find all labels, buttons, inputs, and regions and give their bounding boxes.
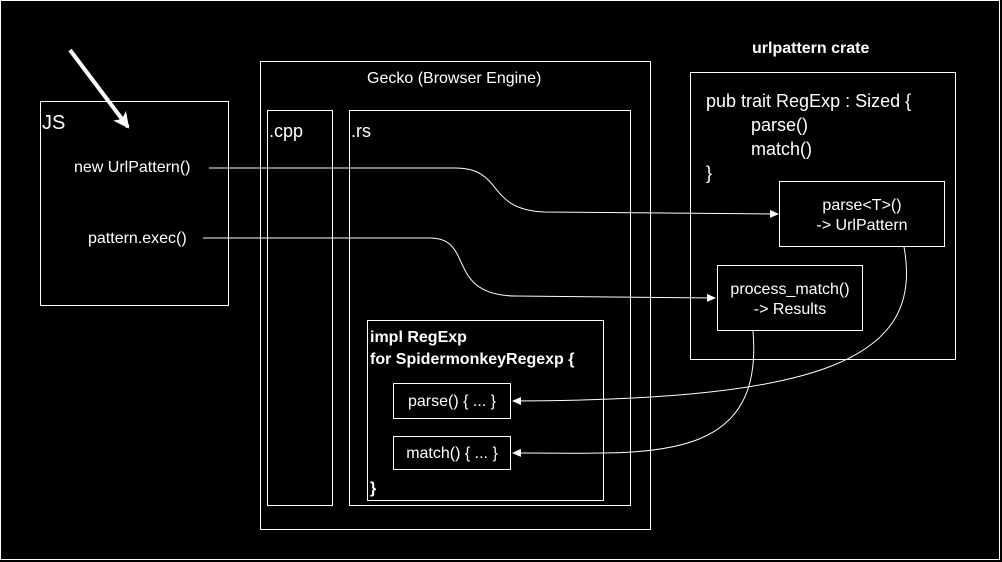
match-impl-box	[393, 436, 511, 470]
trait-line-4: }	[706, 163, 713, 183]
crate-title: urlpattern crate	[752, 40, 870, 57]
arrow-exec-to-process	[203, 237, 716, 302]
impl-regexp-line2: for SpidermonkeyRegexp {	[370, 351, 575, 368]
parse-generic-line1: parse<T>()	[822, 197, 902, 214]
arrow-new-to-parse	[209, 167, 779, 218]
parse-impl-box	[393, 383, 511, 419]
trait-line-2: parse()	[751, 115, 809, 135]
impl-closing-brace: }	[370, 480, 377, 497]
crate-box	[690, 72, 956, 360]
process-match-line1: process_match()	[730, 281, 850, 298]
new-urlpattern-call: new UrlPattern()	[74, 159, 191, 176]
arrow-process-to-match	[512, 330, 755, 457]
gecko-box	[260, 61, 651, 530]
match-impl-label: match() { ... }	[406, 445, 498, 462]
entry-arrow	[68, 48, 130, 129]
cpp-box	[267, 110, 333, 506]
gecko-title: Gecko (Browser Engine)	[367, 70, 542, 87]
pattern-exec-call: pattern.exec()	[88, 230, 187, 247]
trait-line-1: pub trait RegExp : Sized {	[706, 91, 912, 111]
impl-regexp-line1: impl RegExp	[370, 329, 467, 346]
cpp-label: .cpp	[269, 121, 304, 141]
process-match-line2: -> Results	[753, 301, 827, 318]
rs-label: .rs	[351, 121, 371, 141]
parse-generic-line2: -> UrlPattern	[816, 217, 908, 234]
trait-line-3: match()	[751, 139, 813, 159]
rs-box	[349, 110, 631, 506]
impl-regexp-box	[367, 320, 604, 501]
parse-impl-label: parse() { ... }	[407, 393, 497, 410]
parse-generic-box	[779, 181, 945, 247]
js-label: JS	[42, 112, 66, 134]
arrow-parse-to-impl	[512, 246, 908, 405]
process-match-box	[717, 265, 863, 331]
js-box	[40, 101, 229, 306]
